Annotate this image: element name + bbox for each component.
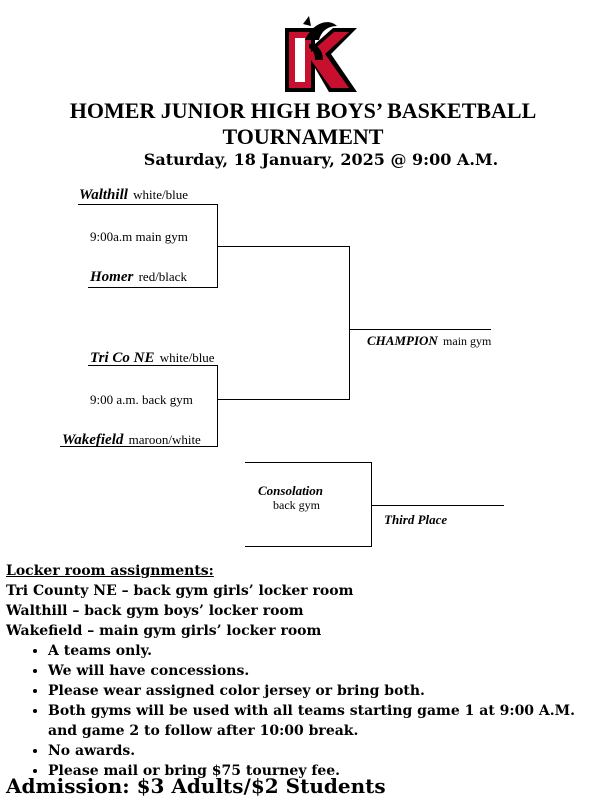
team-colors: white/blue: [133, 187, 189, 202]
bracket-line: [217, 246, 350, 247]
third-place-label: Third Place: [384, 512, 448, 527]
team-name: Walthill: [79, 187, 128, 203]
champion-location: main gym: [443, 334, 492, 348]
bracket-line: [88, 365, 218, 366]
note-item: Please wear assigned color jersey or bri…: [48, 681, 606, 701]
note-item: Both gyms will be used with all teams st…: [48, 701, 606, 741]
team-homer: Homer red/black: [90, 269, 187, 285]
team-name: Homer: [90, 269, 134, 285]
consolation-location: back gym: [273, 498, 320, 512]
team-name: Tri Co NE: [90, 350, 155, 366]
bracket-line: [349, 329, 491, 330]
tournament-title-line1: HOMER JUNIOR HIGH BOYS’ BASKETBALL: [69, 98, 537, 123]
team-walthill: Walthill white/blue: [79, 187, 188, 203]
tournament-date: Saturday, 18 January, 2025 @ 9:00 A.M.: [143, 150, 499, 169]
team-name: Wakefield: [62, 432, 124, 448]
team-wakefield: Wakefield maroon/white: [62, 432, 201, 448]
locker-room-section: Locker room assignments: Tri County NE –…: [6, 561, 606, 781]
bracket-line: [217, 399, 350, 400]
school-logo-k-icon: [285, 16, 357, 92]
locker-heading: Locker room assignments:: [6, 563, 214, 579]
champion-label: CHAMPION main gym: [367, 333, 491, 349]
bracket-line: [60, 446, 218, 447]
consolation-title: Consolation: [258, 483, 324, 498]
bracket-line: [217, 365, 218, 447]
team-colors: white/blue: [159, 350, 215, 365]
note-item: No awards.: [48, 741, 606, 761]
locker-assignment: Wakefield – main gym girls’ locker room: [6, 623, 322, 639]
note-item: Please mail or bring $75 tourney fee.: [48, 761, 606, 781]
bracket-line: [371, 462, 372, 547]
locker-assignment: Walthill – back gym boys’ locker room: [6, 603, 304, 619]
note-item: We will have concessions.: [48, 661, 606, 681]
bracket-line: [78, 204, 218, 205]
team-tri-co-ne: Tri Co NE white/blue: [90, 350, 215, 366]
bracket-line: [371, 505, 504, 506]
bracket-line: [245, 546, 372, 547]
admission-prices: Admission: $3 Adults/$2 Students: [6, 774, 386, 798]
champion-title: CHAMPION: [367, 333, 438, 348]
bracket-line: [88, 287, 218, 288]
notes-list: A teams only. We will have concessions. …: [6, 641, 606, 781]
tournament-title-line2: TOURNAMENT: [222, 124, 384, 149]
locker-assignment: Tri County NE – back gym girls’ locker r…: [6, 583, 354, 599]
note-item: A teams only.: [48, 641, 606, 661]
game2-time-location: 9:00 a.m. back gym: [90, 392, 193, 407]
bracket-line: [349, 246, 350, 400]
team-colors: red/black: [138, 269, 187, 284]
team-colors: maroon/white: [128, 432, 201, 447]
bracket-line: [245, 462, 372, 463]
game1-time-location: 9:00a.m main gym: [90, 229, 188, 244]
